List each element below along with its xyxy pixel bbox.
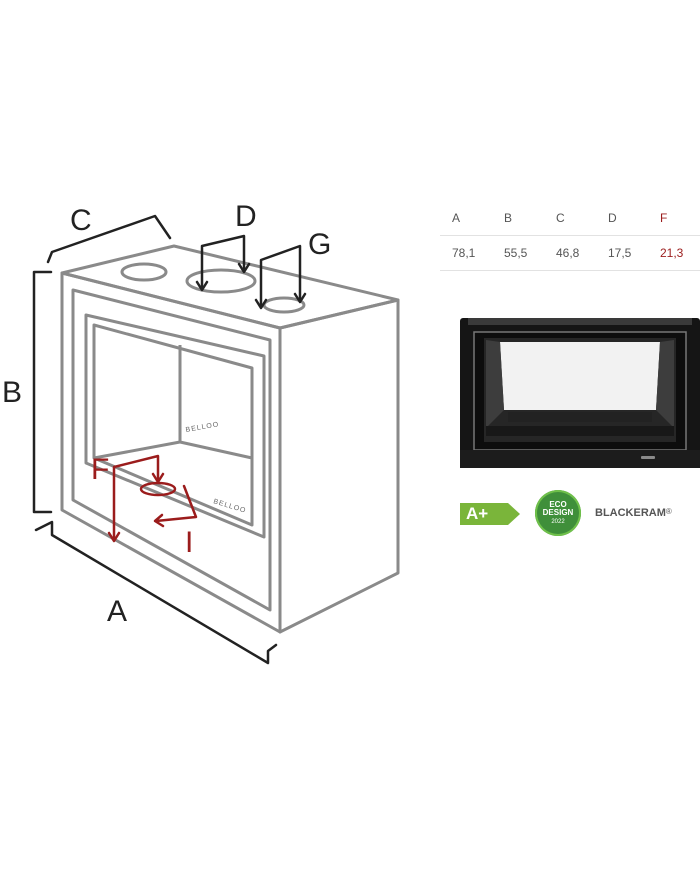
spec-header-a: A [440,205,492,236]
fireplace-outline [60,244,400,634]
air-intake-lines [107,454,198,543]
photo-bottom-bar [460,450,700,468]
dimension-arrowhead-g-left [254,298,268,310]
ecodesign-year: 2022 [551,519,565,525]
arrowhead-i [153,513,165,528]
spec-header-d: D [596,205,648,236]
dimension-label-i: I [185,526,193,559]
firebox-floor-edge [93,440,181,460]
dimension-label-f: F [91,453,109,486]
spec-value-d: 17,5 [596,235,648,271]
dimension-arrowhead-d-right [237,262,251,274]
dimension-label-c: C [70,204,92,237]
certification-badges: A+ ECO DESIGN 2022 BLACKERAM® [460,488,700,540]
firebox-floor-side [179,440,253,460]
photo-control-knob [641,456,655,459]
spec-value-f: 21,3 [648,235,700,271]
side-face [278,298,400,634]
photo-grate [508,412,652,422]
inner-brand-mark: BELLOO [185,421,220,434]
ecodesign-line1: ECO [549,500,567,509]
dimension-line-g [259,244,302,309]
dimension-label-b: B [2,376,22,409]
dimension-line-f [112,454,160,542]
dimension-lines [32,214,307,665]
registered-mark: ® [665,507,672,516]
arrowhead-f-left [107,531,121,543]
dimension-line-c [46,214,172,264]
spec-header-f: F [648,205,700,236]
flue-outlet-left [120,262,168,282]
photo-ash-lip [486,426,674,436]
spec-value-c: 46,8 [544,235,596,271]
spec-value-a: 78,1 [440,235,492,271]
spec-header-b: B [492,205,544,236]
dimension-arrowhead-g-right [293,292,307,304]
photo-firebox-right-wall [656,340,674,428]
dimension-line-a [34,520,278,665]
dimension-line-i [154,484,198,523]
flue-outlet-main [185,268,257,294]
dimension-arrowhead-d-left [195,280,209,292]
photo-firebox-left-wall [486,340,504,428]
brand-text: BLACKERAM [595,507,666,519]
dimension-spec-table: A B C D F 78,1 55,5 46,8 17,5 21,3 [440,205,700,271]
front-frame [71,288,272,612]
ecodesign-badge: ECO DESIGN 2022 [535,490,581,536]
dimension-line-d [200,234,246,291]
dimension-label-a: A [107,595,127,628]
dimension-label-g: G [308,228,331,261]
blackeram-brand: BLACKERAM® [595,507,672,519]
glass-inner [92,323,254,527]
energy-class-badge: A+ [460,503,520,525]
spec-value-b: 55,5 [492,235,544,271]
spec-header-c: C [544,205,596,236]
spec-value-row: 78,1 55,5 46,8 17,5 21,3 [440,235,700,271]
ecodesign-line2: DESIGN [542,508,574,517]
photo-top-vent [468,318,692,325]
spec-header-row: A B C D F [440,205,700,236]
fireplace-product-photo [460,318,700,468]
front-brand-mark: BELLOO [212,498,247,515]
fireplace-dimension-diagram: BELLOO BELLOO A B C D G F I [2,200,400,665]
glass-outer [84,313,266,539]
dimension-line-b [32,270,53,514]
air-intake-outlet [139,481,177,497]
photo-firebox-back [500,342,660,410]
dimension-label-d: D [235,200,257,233]
